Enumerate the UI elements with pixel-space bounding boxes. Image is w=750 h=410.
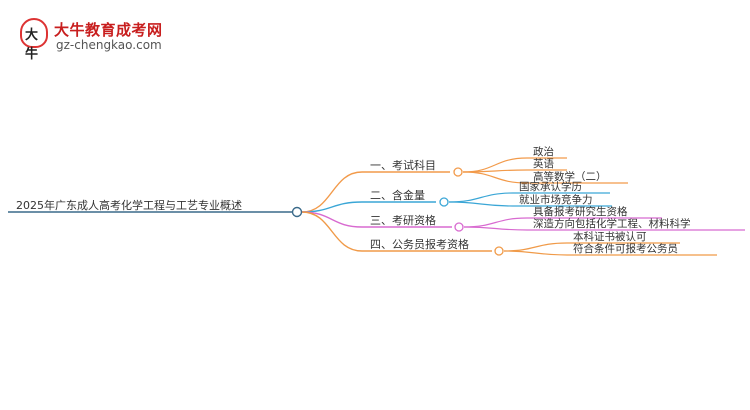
branch-3-label: 三、考研资格 [370, 213, 436, 227]
edge-branch-1-leaf-3 [462, 171, 528, 184]
leaf-4-2-label: 符合条件可报考公务员 [573, 242, 678, 255]
branch-2-label: 二、含金量 [370, 188, 425, 202]
root-label: 2025年广东成人高考化学工程与工艺专业概述 [16, 198, 242, 212]
leaf-1-1-label: 政治 [533, 145, 554, 158]
logo-name: 大牛教育成考网 [54, 21, 163, 39]
logo-badge: 大牛 [20, 18, 48, 62]
leaf-1-3-label: 高等数学（二） [533, 170, 607, 183]
logo-url: gz-chengkao.com [56, 38, 162, 52]
root-toggle[interactable] [291, 206, 303, 218]
mindmap-edges [301, 157, 745, 256]
branch-4-label: 四、公务员报考资格 [370, 237, 469, 251]
leaf-3-1-label: 具备报考研究生资格 [533, 205, 628, 218]
edge-branch-2-leaf-2 [448, 201, 514, 207]
edge-branch-2-leaf-1 [448, 192, 514, 203]
leaf-4-1-label: 本科证书被认可 [573, 230, 647, 243]
leaf-1-2-label: 英语 [533, 157, 554, 170]
edge-root-branch-3 [301, 211, 363, 228]
edge-branch-3-leaf-2 [463, 226, 528, 231]
branch-2-toggle[interactable] [439, 197, 449, 207]
branch-4-toggle[interactable] [494, 246, 504, 256]
branch-1-toggle[interactable] [453, 167, 463, 177]
branch-3-toggle[interactable] [454, 222, 464, 232]
site-logo[interactable]: 大牛 大牛教育成考网 gz-chengkao.com [20, 18, 163, 62]
leaf-2-1-label: 国家承认学历 [519, 180, 582, 193]
edge-root-branch-1 [301, 171, 363, 213]
logo-badge-text: 大牛 [25, 28, 39, 62]
edge-branch-3-leaf-1 [463, 217, 528, 228]
edge-branch-4-leaf-2 [503, 250, 568, 256]
branch-1-label: 一、考试科目 [370, 158, 436, 172]
edge-branch-4-leaf-1 [503, 242, 568, 252]
edge-root-branch-4 [301, 211, 363, 252]
leaf-2-2-label: 就业市场竞争力 [519, 193, 593, 206]
leaf-3-2-label: 深造方向包括化学工程、材料科学 [533, 217, 691, 230]
